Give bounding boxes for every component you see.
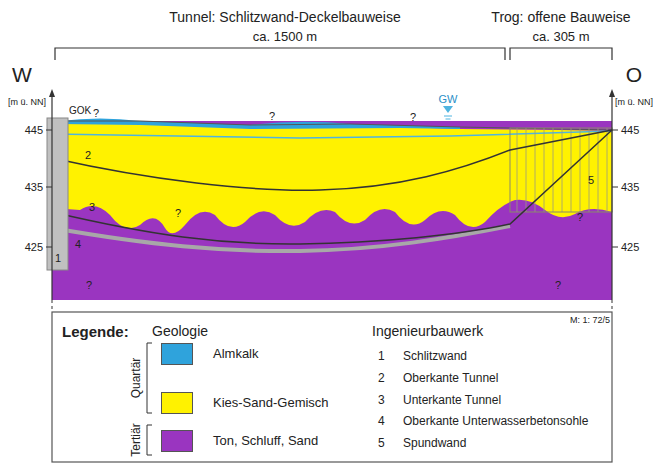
diaphragm-wall [47,118,68,270]
legend-heading: Legende: [62,324,129,341]
direction-label: W [12,63,32,86]
era-label: Tertiär [130,423,143,456]
section-heading: Tunnel: Schlitzwand-Deckelbauweise [169,10,400,25]
section-heading: Trog: offene Bauweise [491,10,630,25]
callout-number: 3 [89,201,95,213]
callout-number: 4 [75,238,81,250]
callout-number: 2 [85,149,91,161]
axis-tick-label: 425 [621,241,639,253]
surface-label: GOK [69,105,91,116]
legend-swatch [161,430,193,452]
axis-tick-label: 445 [621,124,639,136]
legend-frame [52,312,612,462]
tunnel-bottom-line [52,130,612,244]
legend-swatch [161,392,193,414]
groundwater-label: GW [439,93,458,105]
callout-number: 3 [378,394,385,407]
axis-tick-label: 425 [25,241,43,253]
uncertainty-mark: ? [93,107,99,119]
structure-name: Unterkante Tunnel [403,394,501,407]
axis-tick-label: 445 [25,124,43,136]
uncertainty-mark: ? [86,279,92,291]
uncertainty-mark: ? [269,110,275,122]
length-label: ca. 305 m [532,30,589,44]
structure-name: Oberkante Unterwasserbetonsohle [403,415,588,428]
tertiary-layer [52,120,612,300]
callout-number: 4 [378,415,385,428]
axis-tick-label: 435 [621,181,639,193]
legend-text: Ton, Schluff, Sand [213,434,318,448]
axis-unit: [m ü. NN] [8,98,46,108]
callout-number: 5 [378,437,385,450]
legend-group: Geologie [152,324,208,339]
callout-number: 1 [378,350,385,363]
callout-number: 5 [588,174,594,186]
structure-name: Oberkante Tunnel [403,372,498,385]
length-label: ca. 1500 m [253,30,317,44]
structure-name: Spundwand [403,437,466,450]
uncertainty-mark: ? [410,111,416,123]
gravel-layer [52,121,612,233]
legend-group: Ingenieurbauwerk [372,324,483,339]
uncertainty-mark: ? [577,211,583,223]
axis-tick-label: 435 [25,181,43,193]
gw-symbol [443,106,453,113]
direction-label: O [626,63,642,86]
callout-number: 1 [55,252,61,264]
scale-label: M: 1: 72/5 [570,316,610,326]
almkalk-layer [60,119,460,130]
tunnel-top-line [52,130,612,190]
bracket [55,48,505,60]
uncertainty-mark: ? [175,207,181,219]
legend-swatch [161,343,193,365]
legend-text: Almkalk [213,347,259,361]
uncertainty-mark: ? [555,279,561,291]
era-label: Quartär [130,358,143,399]
bracket [510,48,612,60]
structure-name: Schlitzwand [403,350,467,363]
callout-number: 2 [378,372,385,385]
slab-line [52,226,510,251]
legend-text: Kies-Sand-Gemisch [213,396,329,410]
axis-unit: [m ü. NN] [615,98,653,108]
